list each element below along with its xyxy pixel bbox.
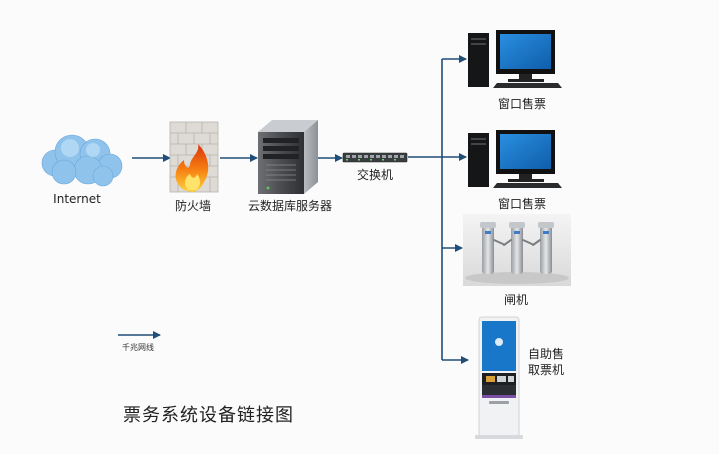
label-window-ticketing-2: 窗口售票 bbox=[497, 197, 547, 211]
label-window-ticketing-1: 窗口售票 bbox=[497, 97, 547, 111]
legend-label: 千兆网线 bbox=[122, 343, 154, 352]
diagram-title: 票务系统设备链接图 bbox=[123, 405, 294, 426]
kiosk-icon bbox=[475, 316, 523, 439]
connection-lines bbox=[132, 55, 469, 364]
label-server: 云数据库服务器 bbox=[247, 199, 333, 213]
label-firewall: 防火墙 bbox=[174, 199, 212, 213]
server-icon bbox=[258, 120, 318, 194]
label-internet: Internet bbox=[53, 192, 101, 206]
label-switch: 交换机 bbox=[356, 168, 394, 182]
firewall-icon bbox=[169, 121, 219, 193]
desktop-computer-icon bbox=[468, 30, 562, 88]
label-gate: 闸机 bbox=[503, 293, 529, 307]
switch-icon bbox=[342, 152, 408, 163]
turnstile-gate-icon bbox=[463, 214, 571, 286]
label-kiosk: 自助售取票机 bbox=[528, 347, 565, 377]
desktop-computer-icon bbox=[468, 130, 562, 188]
cloud-icon bbox=[41, 134, 123, 187]
